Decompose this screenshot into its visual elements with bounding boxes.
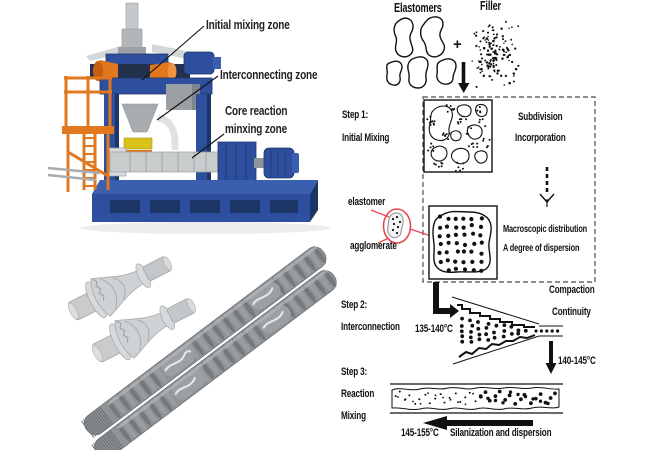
label-leader-lines: [141, 25, 225, 159]
funnel-diagram: [451, 296, 563, 365]
initial-mixing-box: [423, 99, 493, 173]
elbow-arrow-icon: [433, 282, 459, 318]
arrow-left-icon: [423, 416, 533, 430]
continuity-label: Continuity: [552, 306, 591, 318]
machine-label-interconnecting: Interconnecting zone: [220, 68, 318, 82]
compaction-label: Compaction: [549, 284, 595, 296]
funnel-dots: [459, 316, 560, 344]
elastomers-label: Elastomers: [394, 1, 442, 15]
step2-title-line1: Step 2:: [341, 299, 368, 311]
step2-temperature-out: 140-145°C: [558, 355, 596, 367]
step2-title-line2: Interconnection: [341, 321, 400, 333]
step3-title-line2: Reaction: [341, 388, 375, 400]
twin-screw-illustration: [81, 246, 337, 450]
plus-sign: +: [453, 36, 462, 53]
machine-illustration: [47, 2, 330, 234]
incorporation-label: Incorporation: [515, 132, 566, 144]
filler-label: Filler: [480, 0, 501, 13]
arrow-down2-icon: [545, 341, 557, 374]
machine-label-core-line1: Core reaction: [225, 104, 288, 118]
channel-diagram: [390, 383, 563, 414]
step3-temperature: 145-155°C: [401, 427, 439, 439]
dispersion-label: A degree of dispersion: [503, 242, 580, 254]
filler-cloud: [471, 20, 520, 88]
silanization-label: Silanization and dispersion: [450, 427, 552, 439]
agglomerate-label: agglomerate: [350, 240, 397, 252]
machine-label-initial: Initial mixing zone: [206, 18, 290, 32]
subdivision-label: Subdivision: [518, 111, 563, 123]
step3-title-line3: Mixing: [341, 410, 366, 422]
arrow-down-icon: [458, 62, 470, 93]
elastomer-blobs: [386, 16, 457, 89]
step3-title-line1: Step 3:: [341, 366, 368, 378]
machine-ground-shadow: [80, 222, 330, 234]
step1-dashed-box: [422, 96, 596, 283]
machine-label-core-line2: minxing zone: [225, 122, 287, 136]
macroscopic-label: Macroscopic distribution: [503, 223, 588, 235]
elastomer-label: elastomer: [348, 196, 386, 208]
step1-title-line2: Initial Mixing: [342, 132, 390, 144]
dashed-arrow-icon: [539, 167, 555, 207]
macroscopic-box: [428, 205, 498, 280]
step2-temperature: 135-140°C: [415, 323, 453, 335]
ladder-icon: [84, 137, 95, 187]
step1-title-line1: Step 1:: [342, 109, 369, 121]
